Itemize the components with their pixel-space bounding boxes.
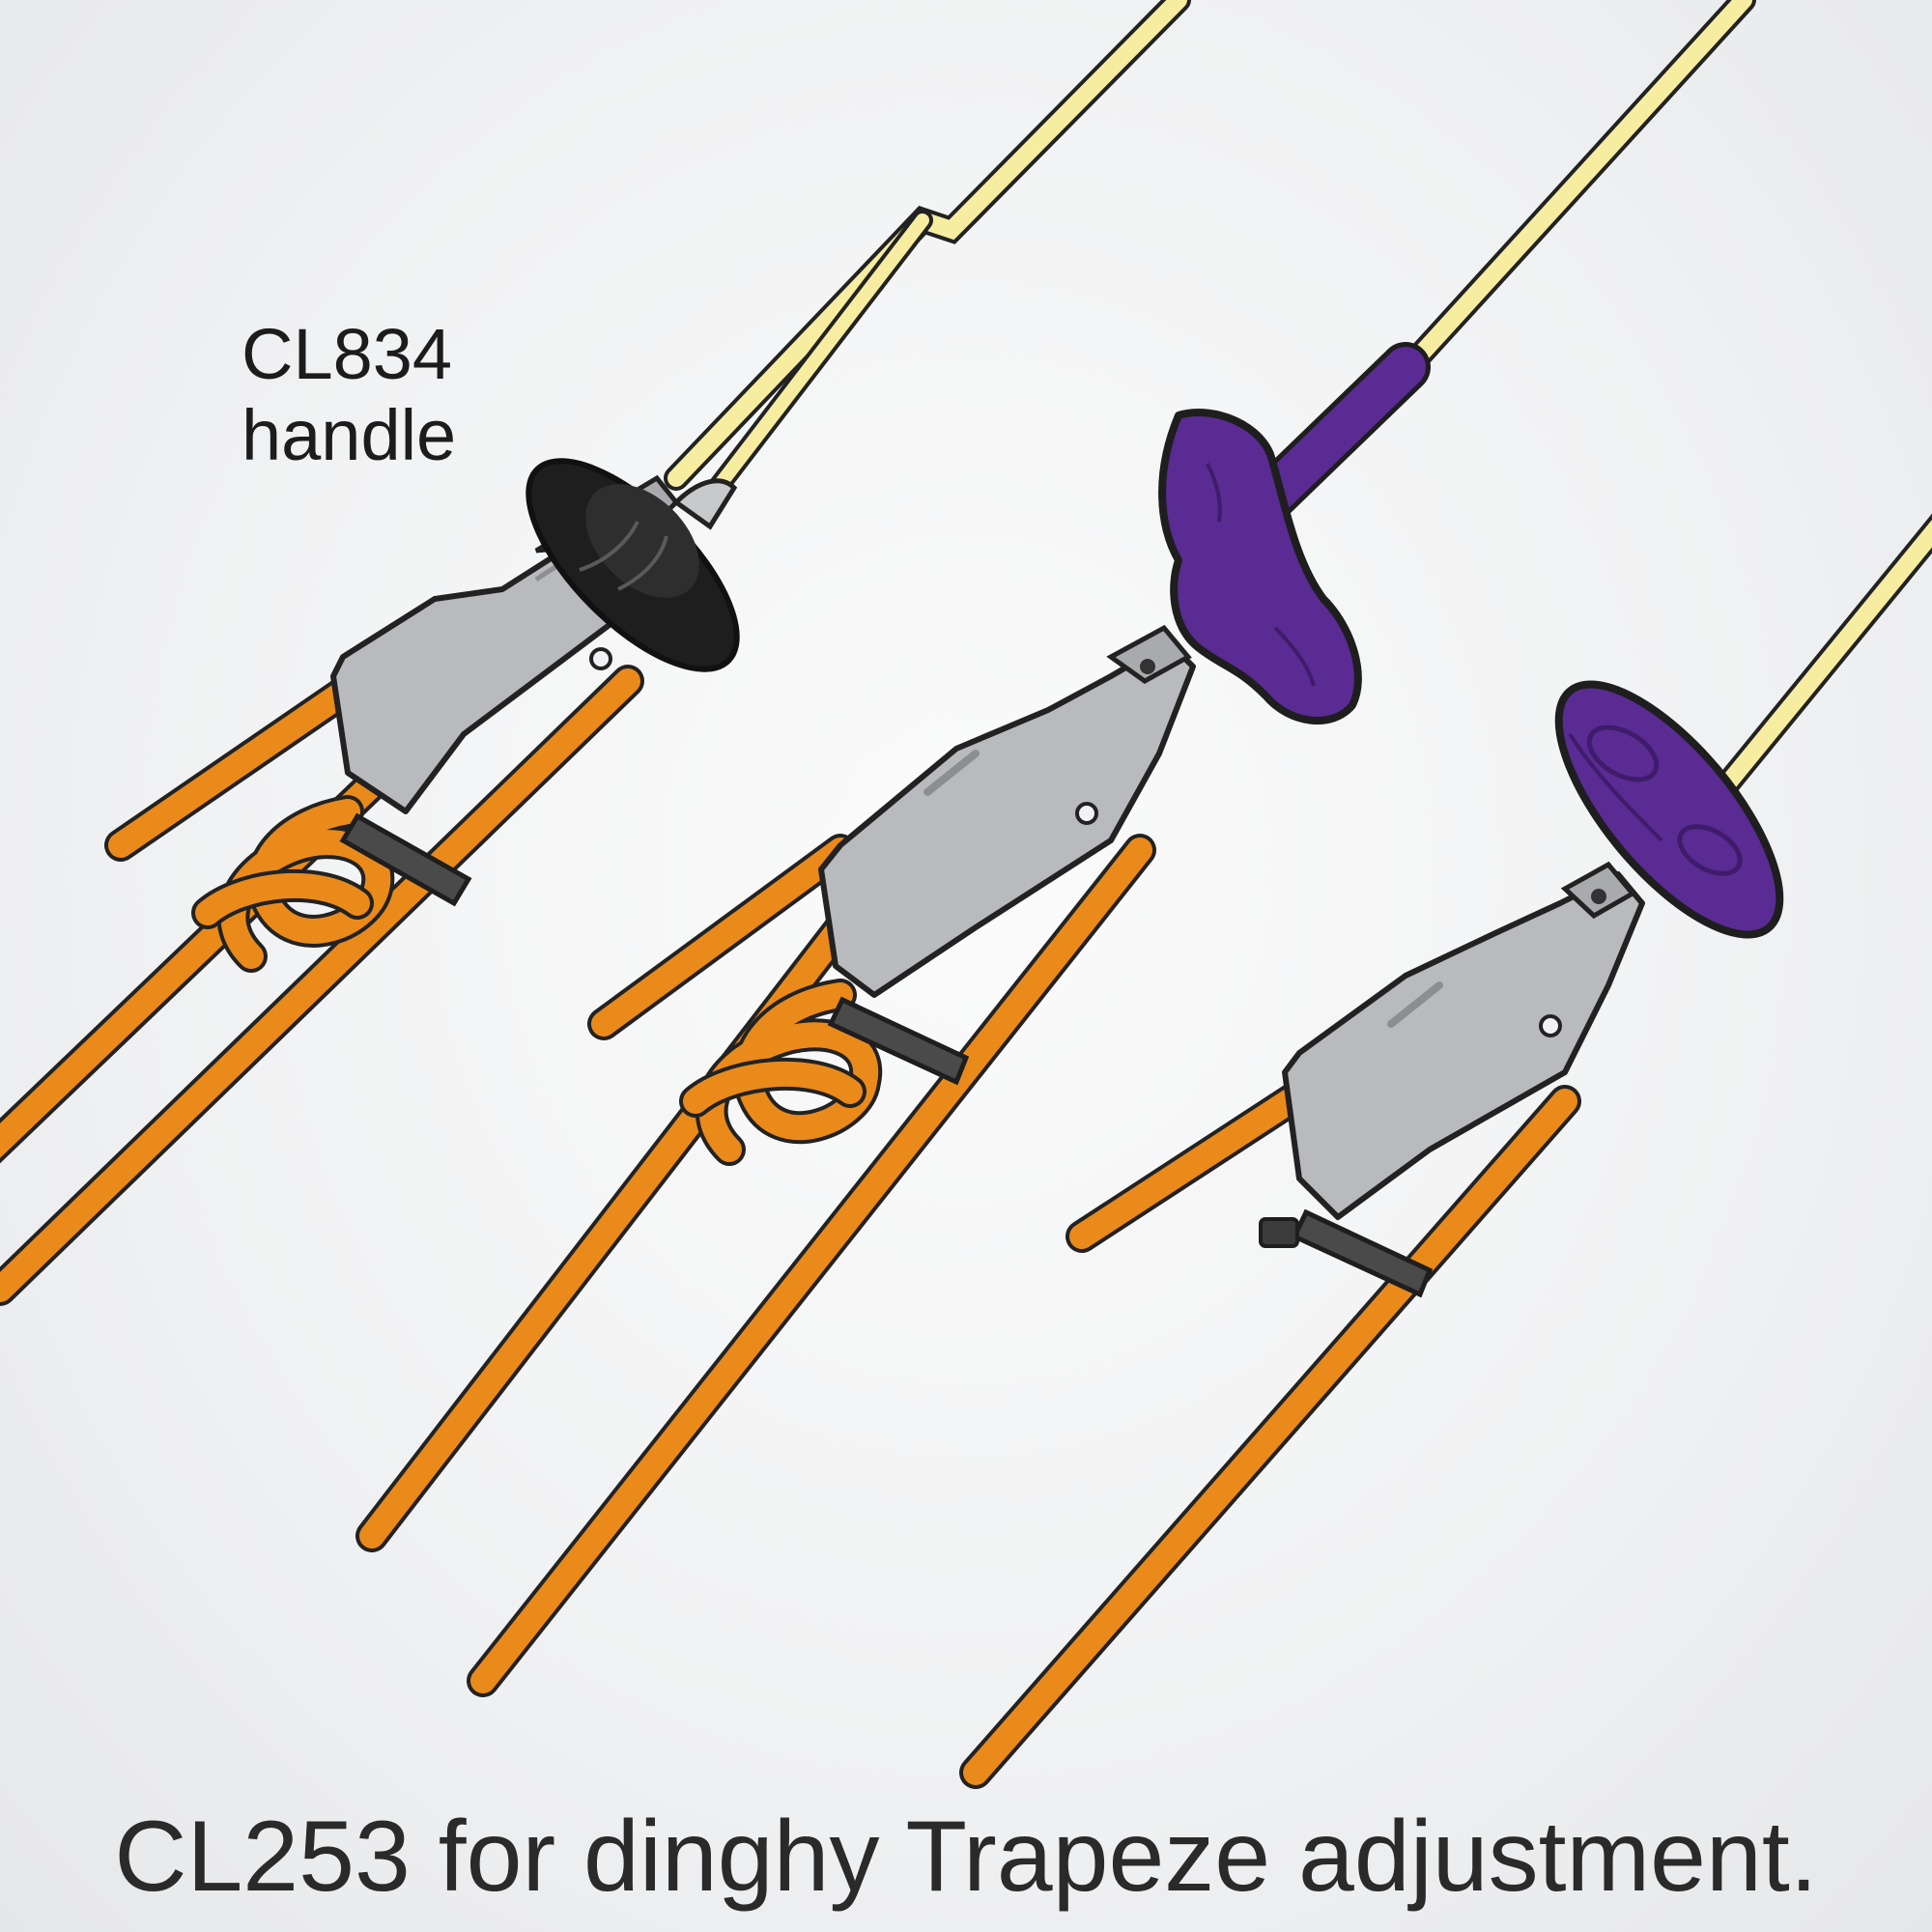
fairlead-middle: [827, 996, 970, 1086]
purple-disc-handle-icon: [1554, 680, 1784, 939]
fairlead-right: [1259, 1208, 1434, 1298]
figure-eight-knot-middle: [679, 979, 883, 1166]
assembly-right: [959, 513, 1932, 1789]
trapeze-wire-left: [664, 0, 1191, 508]
rope-right: [959, 1075, 1581, 1789]
assembly-left: [0, 0, 1191, 1306]
callout-line-2: handle: [242, 395, 457, 475]
assembly-middle: [355, 0, 1756, 1697]
fairlead-left: [339, 812, 472, 907]
rope-left: [0, 602, 644, 1306]
purple-grip-sleeve: [1240, 342, 1431, 527]
black-disc-handle-icon: [526, 458, 740, 672]
cl834-handle-callout: CL834 handle: [242, 314, 551, 476]
page-caption: CL253 for dinghy Trapeze adjustment.: [114, 1801, 1818, 1913]
figure-eight-knot-left: [191, 795, 395, 973]
cam-cleat-middle: [818, 624, 1196, 998]
rope-middle: [355, 834, 1156, 1697]
trapeze-wire-middle: [1383, 0, 1756, 394]
callout-line-1: CL834: [242, 314, 453, 394]
purple-t-handle-icon: [1158, 409, 1362, 724]
cam-cleat-right: [1282, 861, 1645, 1220]
trapeze-wire-right: [1692, 513, 1932, 824]
